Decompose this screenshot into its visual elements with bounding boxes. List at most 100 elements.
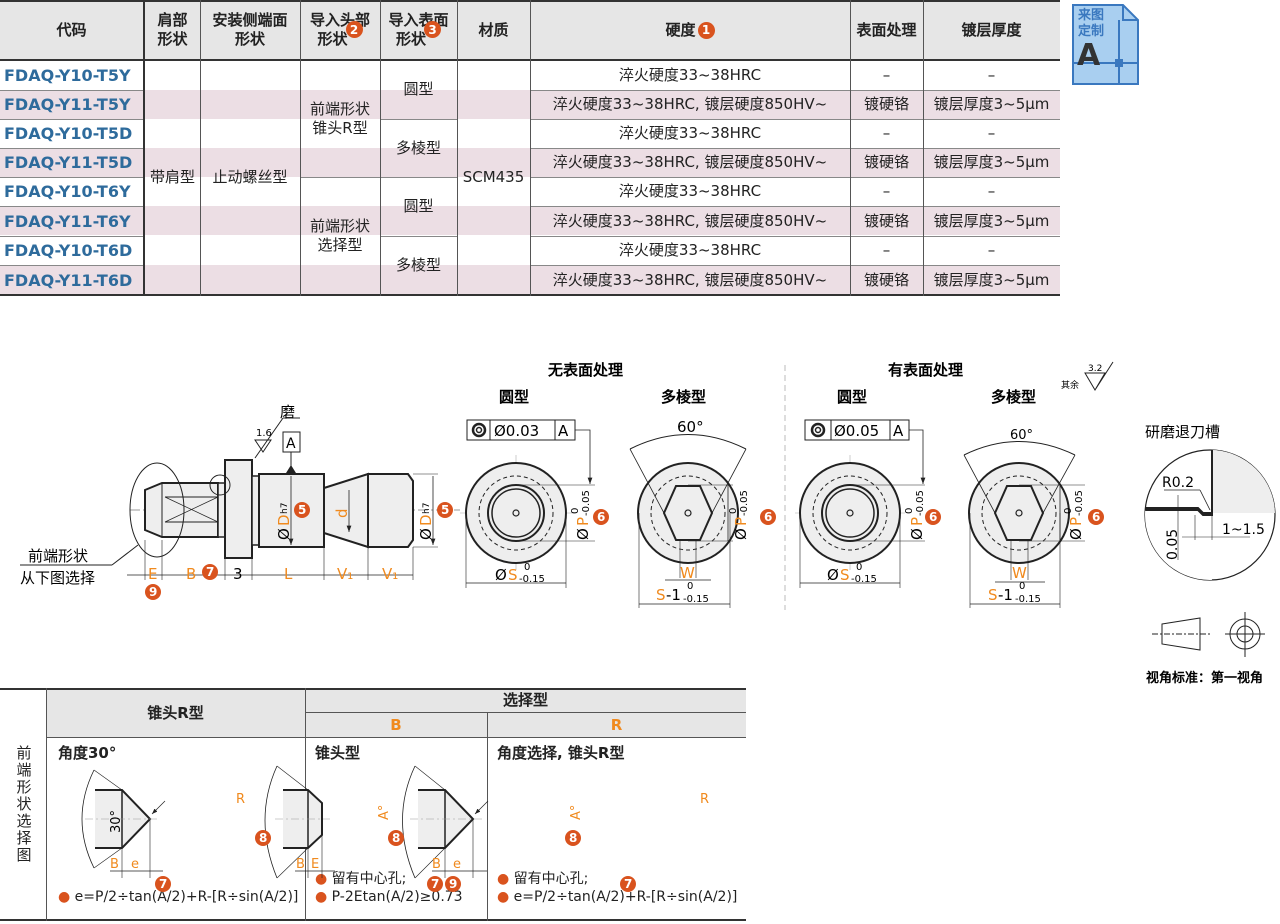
product-code[interactable]: FDAQ-Y10-T6Y <box>4 182 131 201</box>
note-badge-1: 1 <box>697 21 715 39</box>
product-code[interactable]: FDAQ-Y10-T5Y <box>4 65 131 85</box>
svg-text:8: 8 <box>569 831 577 845</box>
header-B: B <box>390 715 402 734</box>
product-code[interactable]: FDAQ-Y11-T6D <box>4 270 133 290</box>
dim-S-tol-lower: -0.15 <box>851 574 877 585</box>
dim-S-tol-lower: -0.15 <box>519 574 545 585</box>
dim-S-tol-upper: 0 <box>524 562 530 573</box>
product-code[interactable]: FDAQ-Y11-T5Y <box>4 95 131 114</box>
thickness-cell: 镀层厚度3~5μm <box>933 95 1050 113</box>
label-R: R <box>700 792 709 807</box>
thickness-cell: 镀层厚度3~5μm <box>933 270 1050 289</box>
roughness-symbol <box>1084 361 1114 391</box>
formula-3: ● e=P/2÷tan(A/2)+R-[R÷sin(A/2)] <box>497 889 738 905</box>
end-view-poly-plain <box>629 434 747 608</box>
dim-S: S <box>656 586 666 604</box>
product-code[interactable]: FDAQ-Y11-T5D <box>4 153 133 172</box>
dim-S-tol-lower: -0.15 <box>683 594 709 605</box>
dim-P-tol-upper: 0 <box>570 508 581 514</box>
dim-W: W <box>1012 564 1027 582</box>
panel3-title: 角度选择, 锥头R型 <box>497 744 625 762</box>
groove-detail <box>1144 449 1276 581</box>
label-E: E <box>311 857 319 872</box>
product-code[interactable]: FDAQ-Y11-T6Y <box>4 211 131 231</box>
header-shoulder: 肩部 形状 <box>157 11 188 48</box>
thickness-cell: 镀层厚度3~5μm <box>933 211 1050 230</box>
with-treatment-title: 有表面处理 <box>888 361 963 379</box>
dim-D-tol: h7 <box>422 503 432 514</box>
treatment-cell: 镀硬铬 <box>863 211 909 230</box>
svg-text:7: 7 <box>206 565 214 579</box>
poly-title: 多棱型 <box>991 388 1036 406</box>
thickness-cell: – <box>987 241 996 259</box>
roughness-value: 3.2 <box>1088 364 1102 374</box>
treatment-cell: 镀硬铬 <box>863 95 909 113</box>
hardness-cell: 淬火硬度33~38HRC <box>618 241 762 259</box>
svg-text:6: 6 <box>1092 510 1100 524</box>
note-badge-6: 6 <box>1088 509 1104 525</box>
dim-D: D <box>275 514 293 526</box>
label-A: A° <box>569 805 584 820</box>
projection-label: 视角标准：第一视角 <box>1146 670 1263 686</box>
note-badge-6: 6 <box>593 509 609 525</box>
front-shape-label: 前端形状 <box>28 547 88 565</box>
roughness-value: 1.6 <box>256 428 272 439</box>
thickness-cell: 镀层厚度3~5μm <box>933 153 1050 171</box>
dim-S: S <box>508 566 518 584</box>
treatment-cell: – <box>882 65 891 84</box>
dim-P-tol-lower: -0.05 <box>1074 490 1085 516</box>
header-thickness: 镀层厚度 <box>961 20 1022 39</box>
svg-text:7: 7 <box>624 877 632 891</box>
surface-cell: 圆型 <box>403 80 434 98</box>
note-badge-9: 9 <box>445 876 461 892</box>
other-label: 其余 <box>1061 379 1079 391</box>
fcf-tolerance: Ø0.05 <box>834 422 879 440</box>
custom-drawing-badge[interactable]: 来图定制 A <box>1071 3 1140 86</box>
product-code[interactable]: FDAQ-Y10-T5D <box>4 124 133 143</box>
svg-text:9: 9 <box>149 585 157 599</box>
dim-S-tol-upper: 0 <box>856 562 862 573</box>
groove-title: 研磨退刀槽 <box>1145 423 1220 441</box>
note-badge-9: 9 <box>145 584 161 600</box>
note-badge-8: 8 <box>565 830 581 846</box>
panel2-title: 锥头型 <box>315 744 361 762</box>
dim-S: S <box>988 586 998 604</box>
dim-W: W <box>680 564 695 582</box>
dim-S-tol-upper: 0 <box>1019 581 1025 592</box>
dim-P: P <box>1067 517 1085 526</box>
svg-text:6: 6 <box>929 510 937 524</box>
dim-3: 3 <box>233 565 243 583</box>
hardness-cell: 淬火硬度33~38HRC, 镀层硬度850HV~ <box>552 270 828 289</box>
note-badge-7: 7 <box>427 876 443 892</box>
treatment-cell: 镀硬铬 <box>863 153 909 171</box>
note-badge-7: 7 <box>202 564 218 580</box>
fcf-datum: A <box>893 422 904 440</box>
hardness-cell: 淬火硬度33~38HRC <box>618 65 762 84</box>
formula-1: ● e=P/2÷tan(A/2)+R-[R÷sin(A/2)] <box>58 889 299 905</box>
product-code[interactable]: FDAQ-Y10-T6D <box>4 241 133 260</box>
dim-S-minus: -1 <box>666 586 681 604</box>
svg-text:8: 8 <box>392 831 400 845</box>
formula-2: ● P-2Etan(A/2)≥0.73 <box>315 889 463 905</box>
header-select: 选择型 <box>502 690 548 709</box>
label-B: B <box>432 857 441 872</box>
thickness-cell: – <box>987 65 996 84</box>
round-title: 圆型 <box>499 388 529 406</box>
thickness-cell: – <box>987 124 996 142</box>
dim-P: P <box>732 517 750 526</box>
dim-V1: V₁ <box>337 565 353 583</box>
surface-cell: 圆型 <box>403 197 434 215</box>
label-e: e <box>131 857 139 872</box>
svg-text:6: 6 <box>597 510 605 524</box>
header-R: R <box>610 715 623 734</box>
center-hole-note: ● 留有中心孔; <box>315 871 407 887</box>
side-label: 前端形状选择图 <box>14 745 33 864</box>
header-material: 材质 <box>478 20 509 39</box>
spec-table: 代码 肩部 形状 安装侧端面 形状 导入头部 形状2 导入表面 形状3 材质 硬… <box>0 0 1060 296</box>
hardness-cell: 淬火硬度33~38HRC <box>618 182 762 200</box>
dim-S-tol-lower: -0.15 <box>1015 594 1041 605</box>
groove-depth: 0.05 <box>1165 529 1181 560</box>
treatment-cell: – <box>882 182 891 200</box>
